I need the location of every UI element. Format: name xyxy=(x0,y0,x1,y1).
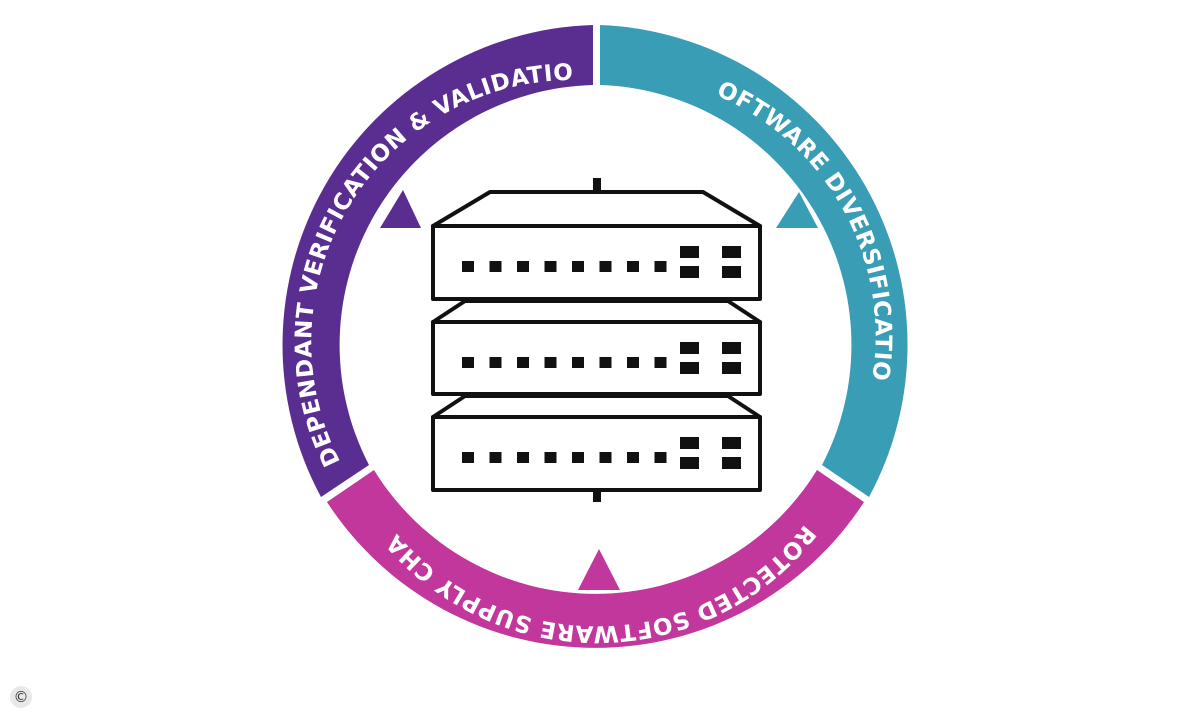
port-led xyxy=(544,261,557,272)
port-led xyxy=(572,261,584,272)
port-led xyxy=(544,357,557,368)
port-block xyxy=(722,437,741,449)
port-led xyxy=(462,261,474,272)
port-led xyxy=(489,357,502,368)
server-unit-middle xyxy=(431,299,762,324)
port-led xyxy=(517,452,529,463)
port-led xyxy=(517,357,529,368)
arrow-verification-icon xyxy=(380,190,421,228)
port-block xyxy=(722,266,741,278)
port-block xyxy=(680,362,699,374)
port-led xyxy=(544,452,557,463)
arrow-supply-chain-icon xyxy=(578,549,620,590)
copyright-icon: © xyxy=(10,686,32,708)
port-led xyxy=(462,452,474,463)
port-block xyxy=(680,246,699,258)
port-block xyxy=(680,266,699,278)
port-led xyxy=(627,261,639,272)
port-led xyxy=(517,261,529,272)
segment-diversification xyxy=(600,25,908,497)
port-led xyxy=(627,357,639,368)
port-led xyxy=(654,357,667,368)
port-led xyxy=(489,261,502,272)
server-ports xyxy=(462,246,741,469)
port-block xyxy=(680,457,699,469)
port-block xyxy=(722,342,741,354)
server-rack-icon xyxy=(431,178,762,502)
server-unit-top xyxy=(431,190,762,228)
port-led xyxy=(599,261,612,272)
port-led xyxy=(599,357,612,368)
port-block xyxy=(722,457,741,469)
segment-verification xyxy=(282,25,593,497)
port-led xyxy=(627,452,639,463)
port-block xyxy=(722,246,741,258)
port-led xyxy=(599,452,612,463)
port-led xyxy=(572,357,584,368)
port-block xyxy=(680,342,699,354)
port-led xyxy=(654,261,667,272)
port-led xyxy=(654,452,667,463)
server-unit-bottom xyxy=(431,394,762,419)
port-led xyxy=(489,452,502,463)
port-block xyxy=(680,437,699,449)
port-block xyxy=(722,362,741,374)
port-led xyxy=(572,452,584,463)
port-led xyxy=(462,357,474,368)
segment-supply-chain xyxy=(327,470,864,648)
arrow-diversification-icon xyxy=(776,192,818,228)
